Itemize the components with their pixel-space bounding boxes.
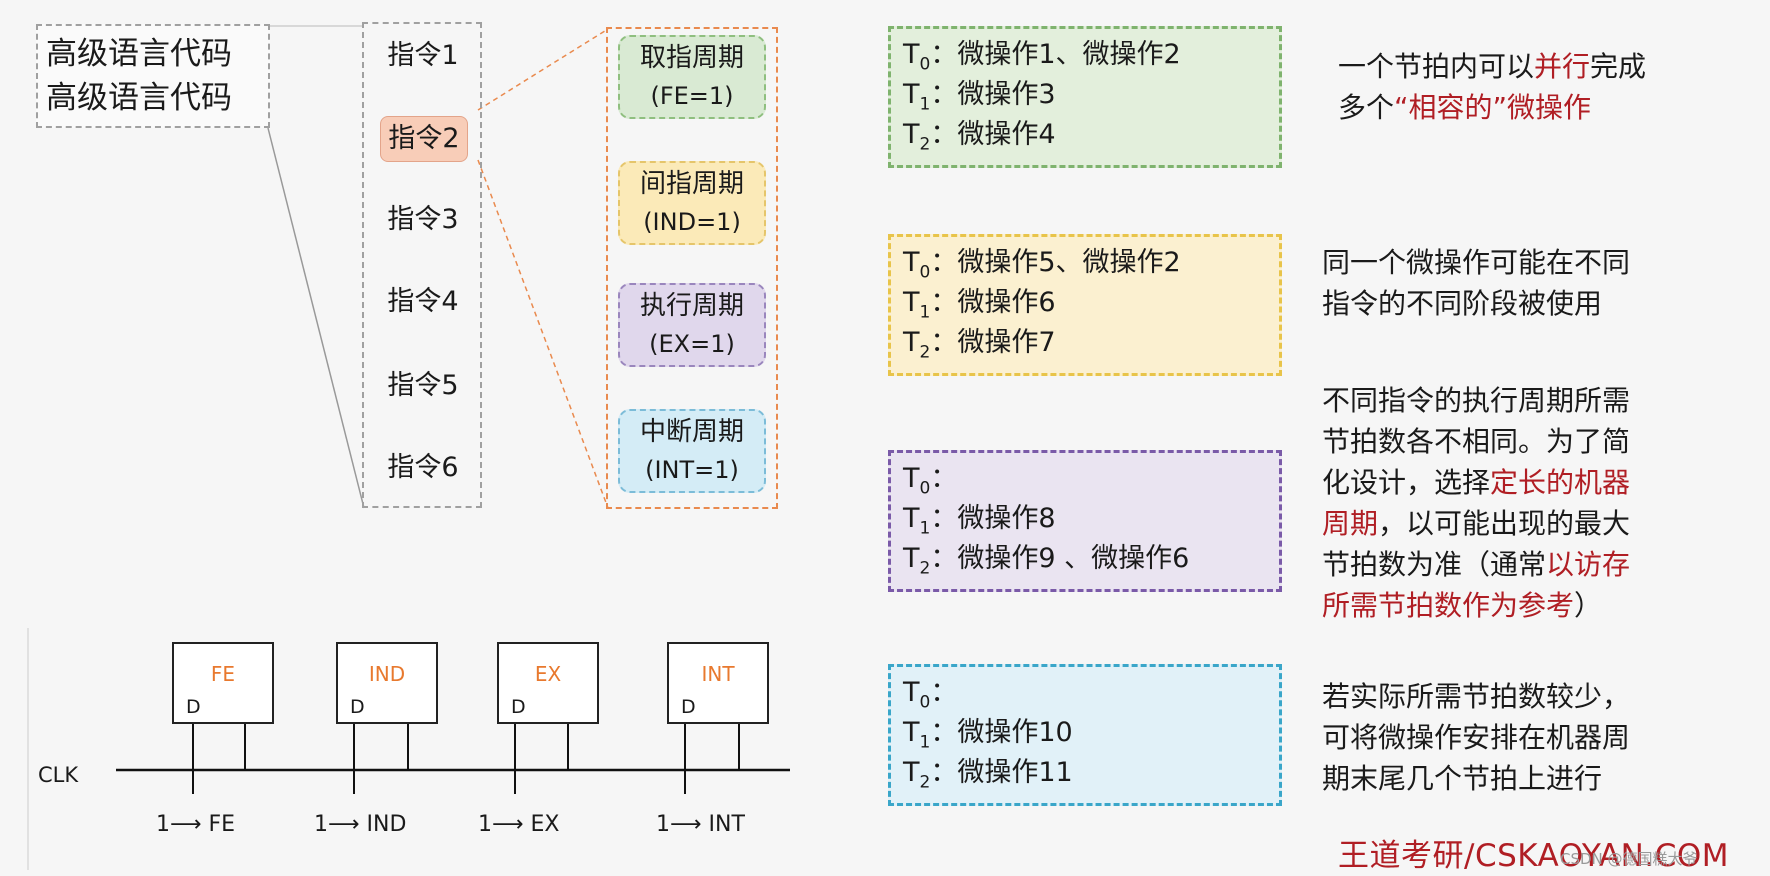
flipflop-ex-name: EX: [534, 662, 562, 686]
flipflop-int-name: INT: [701, 662, 735, 686]
flipflop-ind-d: D: [350, 696, 365, 718]
instruction-3: 指令3: [387, 204, 459, 235]
fetch-cycle-name: 取指周期: [639, 43, 744, 73]
instruction-4: 指令4: [387, 286, 459, 317]
interrupt-cycle: 中断周期 (INT=1): [618, 409, 766, 493]
timing-row: T2：微操作9 、微操作6: [903, 543, 1190, 579]
instruction-2-selected: 指令2: [380, 116, 468, 162]
timing-box-execute: T0： T1：微操作8 T2：微操作9 、微操作6: [888, 450, 1282, 592]
clk-label: CLK: [38, 763, 79, 787]
interrupt-cycle-name: 中断周期: [639, 417, 744, 447]
timing-row: T2：微操作7: [903, 327, 1056, 363]
indirect-cycle-flag: (IND=1): [643, 208, 741, 236]
timing-row: T1：微操作6: [903, 287, 1056, 323]
timing-row: T0：: [903, 463, 958, 499]
execute-cycle-flag: (EX=1): [649, 330, 735, 358]
timing-row: T0：: [903, 677, 958, 713]
note-reuse: 同一个微操作可能在不同 指令的不同阶段被使用: [1322, 246, 1631, 320]
timing-row: T1：微操作3: [903, 79, 1056, 115]
timing-row: T2：微操作11: [903, 757, 1073, 793]
note-parallel: 一个节拍内可以并行完成 多个“相容的”微操作: [1338, 50, 1647, 124]
footer-brand: 王道考研/CSKAOYAN.COM: [1338, 838, 1729, 874]
flipflop-ex: EX D: [497, 642, 599, 724]
timing-row: T0：微操作5、微操作2: [903, 247, 1181, 283]
timing-row: T1：微操作10: [903, 717, 1073, 753]
timing-row: T2：微操作4: [903, 119, 1056, 155]
execute-cycle-name: 执行周期: [639, 291, 744, 321]
high-level-code-box: 高级语言代码 高级语言代码: [36, 24, 270, 128]
set-int-label: 1⟶ INT: [656, 812, 745, 837]
timing-row: T0：微操作1、微操作2: [903, 39, 1181, 75]
flipflop-ind: IND D: [336, 642, 438, 724]
timing-row: T1：微操作8: [903, 503, 1056, 539]
execute-cycle: 执行周期 (EX=1): [618, 283, 766, 367]
flipflop-fe-name: FE: [210, 662, 236, 686]
machine-cycles-box: 取指周期 (FE=1) 间指周期 (IND=1) 执行周期 (EX=1) 中断周…: [606, 27, 778, 509]
flipflop-fe-d: D: [186, 696, 201, 718]
timing-box-fetch: T0：微操作1、微操作2 T1：微操作3 T2：微操作4: [888, 26, 1282, 168]
instruction-6: 指令6: [387, 452, 459, 483]
fetch-cycle: 取指周期 (FE=1): [618, 35, 766, 119]
timing-box-interrupt: T0： T1：微操作10 T2：微操作11: [888, 664, 1282, 806]
set-ex-label: 1⟶ EX: [478, 812, 560, 837]
note-tail-beats: 若实际所需节拍数较少， 可将微操作安排在机器周 期末尾几个节拍上进行: [1322, 680, 1631, 795]
flipflop-fe: FE D: [172, 642, 274, 724]
fetch-cycle-flag: (FE=1): [650, 82, 734, 110]
instruction-list: 指令1 指令2 指令3 指令4 指令5 指令6: [362, 22, 482, 508]
indirect-cycle: 间指周期 (IND=1): [618, 161, 766, 245]
note-fixed-cycle: 不同指令的执行周期所需 节拍数各不相同。为了简 化设计，选择定长的机器 周期，以…: [1322, 384, 1631, 622]
flipflop-int-d: D: [681, 696, 696, 718]
interrupt-cycle-flag: (INT=1): [645, 456, 739, 484]
timing-box-indirect: T0：微操作5、微操作2 T1：微操作6 T2：微操作7: [888, 234, 1282, 376]
set-fe-label: 1⟶ FE: [156, 812, 236, 837]
instruction-5: 指令5: [387, 370, 459, 401]
set-ind-label: 1⟶ IND: [314, 812, 407, 837]
instruction-1: 指令1: [387, 40, 459, 71]
flipflop-ind-name: IND: [368, 662, 406, 686]
watermark: CSDN @德国糕大爷: [1560, 850, 1698, 868]
high-level-code-line1: 高级语言代码: [46, 36, 232, 72]
flipflop-int: INT D: [667, 642, 769, 724]
indirect-cycle-name: 间指周期: [639, 169, 744, 199]
flipflop-ex-d: D: [511, 696, 526, 718]
high-level-code-line2: 高级语言代码: [46, 80, 232, 116]
